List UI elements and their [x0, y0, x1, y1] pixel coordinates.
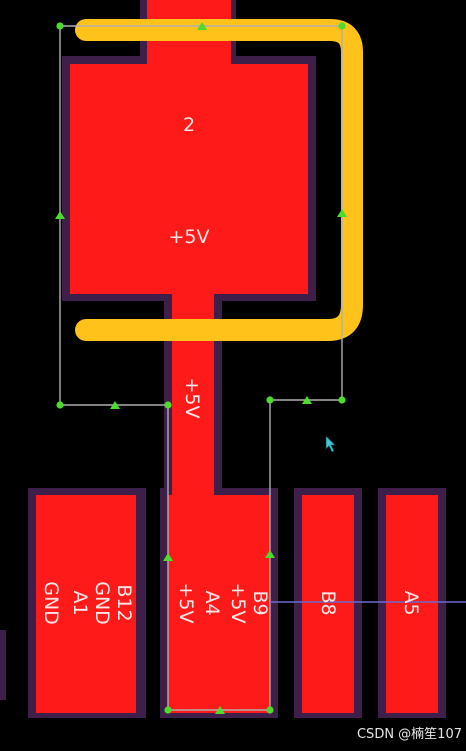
node[interactable] — [164, 706, 172, 714]
pad-b9-line: A4 — [201, 590, 223, 615]
direction-arrow-icon — [265, 550, 275, 558]
ratsnest-nodes — [55, 22, 347, 714]
pad-b8[interactable] — [302, 495, 354, 713]
pad-labels: 2 +5V +5V B12 GND A1 GND B9 +5V A4 +5V B… — [40, 114, 422, 625]
big-pad-2[interactable] — [70, 64, 308, 294]
silkscreen-bracket — [75, 19, 363, 341]
node[interactable] — [56, 22, 64, 30]
direction-arrow-icon — [110, 401, 120, 409]
big-pad-net: +5V — [168, 226, 209, 248]
direction-arrow-icon — [302, 396, 312, 404]
pad-b9-line: B9 — [249, 590, 271, 615]
node[interactable] — [338, 396, 346, 404]
credit-watermark: CSDN @楠笙107 — [357, 726, 462, 742]
pad-b12-line: A1 — [69, 590, 91, 615]
node[interactable] — [338, 22, 346, 30]
left-edge-clearance — [0, 630, 6, 700]
direction-arrow-icon — [197, 22, 207, 30]
direction-arrow-icon — [55, 211, 65, 219]
pad-a5-label: A5 — [400, 590, 422, 615]
big-pad-number: 2 — [183, 114, 195, 136]
mouse-cursor-icon — [325, 435, 336, 453]
pad-b9-line: +5V — [227, 582, 249, 623]
node[interactable] — [266, 706, 274, 714]
pad-b9-line: +5V — [175, 582, 197, 623]
direction-arrow-icon — [215, 706, 225, 714]
direction-arrow-icon — [163, 553, 173, 561]
direction-arrow-icon — [337, 209, 347, 217]
pad-a5[interactable] — [386, 495, 438, 713]
pad-b12-labels: B12 GND A1 GND — [40, 581, 135, 625]
pad-b8-label: B8 — [317, 590, 339, 615]
pad-b9[interactable] — [168, 495, 270, 713]
trace-net-label: +5V — [181, 377, 203, 418]
pad-b12[interactable] — [36, 495, 136, 713]
silkscreen-track[interactable] — [75, 19, 363, 341]
node[interactable] — [56, 401, 64, 409]
pad-b12-line: B12 — [113, 584, 135, 621]
node[interactable] — [164, 401, 172, 409]
pad-b9-labels: B9 +5V A4 +5V — [175, 582, 271, 623]
node[interactable] — [266, 396, 274, 404]
pad-b12-line: GND — [91, 581, 113, 625]
pad-b12-line: GND — [40, 581, 62, 625]
